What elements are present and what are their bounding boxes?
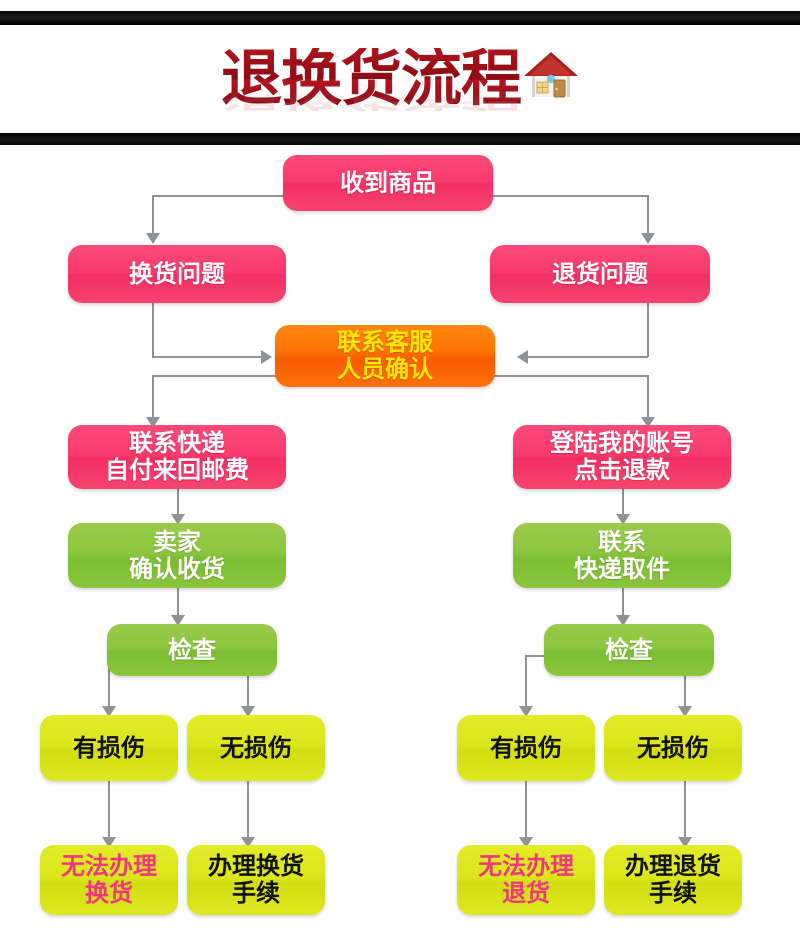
connector-damaged-right-down: [525, 781, 527, 838]
arrow-to-damaged-left: [102, 706, 116, 717]
node-login-click-refund[interactable]: 登陆我的账号 点击退款: [513, 425, 731, 489]
connector-inspect-left-b: [247, 655, 249, 707]
page-title-text: 退换货流程: [220, 42, 522, 114]
connector-inspect-right-b: [684, 655, 686, 707]
connector-service-left-down: [152, 375, 154, 418]
node-undamaged-right[interactable]: 无损伤: [604, 715, 742, 781]
connector-undamaged-left-down: [247, 781, 249, 838]
arrow-to-login-refund: [641, 417, 655, 428]
connector-return-to-service: [528, 356, 648, 358]
arrow-to-inspect-left: [171, 615, 185, 626]
arrow-to-do-exchange: [241, 837, 255, 848]
node-cannot-exchange[interactable]: 无法办理 换货: [40, 845, 178, 915]
node-damaged-right[interactable]: 有损伤: [457, 715, 595, 781]
connector-start-right-down: [647, 195, 649, 234]
node-cannot-return[interactable]: 无法办理 退货: [457, 845, 595, 915]
page-title: 退换货流程 退换货流程: [0, 25, 800, 133]
header-banner: [0, 25, 800, 133]
connector-inspect-left-a: [108, 655, 110, 707]
header-rule-top: [0, 11, 800, 25]
arrow-to-no-return: [519, 837, 533, 848]
node-damaged-left[interactable]: 有损伤: [40, 715, 178, 781]
node-process-exchange[interactable]: 办理换货 手续: [187, 845, 325, 915]
connector-service-right-down: [647, 375, 649, 418]
connector-pickup-to-inspect: [622, 588, 624, 616]
arrow-to-seller-confirm: [171, 514, 185, 525]
connector-return-down: [647, 303, 649, 357]
arrow-into-service-right: [517, 350, 528, 364]
node-return-issue[interactable]: 退货问题: [490, 245, 710, 303]
arrow-to-no-exchange: [102, 837, 116, 848]
connector-login-to-courier-pickup: [622, 489, 624, 515]
arrow-to-do-return: [678, 837, 692, 848]
connector-damaged-left-down: [108, 781, 110, 838]
connector-start-left-down: [152, 195, 154, 234]
node-process-return[interactable]: 办理退货 手续: [604, 845, 742, 915]
connector-courier-to-seller: [177, 489, 179, 515]
node-seller-confirm-receipt[interactable]: 卖家 确认收货: [68, 523, 286, 588]
connector-exchange-to-service: [152, 356, 262, 358]
arrow-to-return-issue: [641, 233, 655, 244]
arrow-to-undamaged-left: [241, 706, 255, 717]
connector-inspect-right-a: [525, 655, 527, 707]
arrow-to-undamaged-right: [678, 706, 692, 717]
house-icon: [523, 49, 579, 107]
arrow-to-damaged-right: [519, 706, 533, 717]
arrow-into-service-left: [261, 350, 272, 364]
node-undamaged-left[interactable]: 无损伤: [187, 715, 325, 781]
node-exchange-issue[interactable]: 换货问题: [68, 245, 286, 303]
node-inspect-right[interactable]: 检查: [544, 624, 714, 676]
node-courier-pickup[interactable]: 联系 快递取件: [513, 523, 731, 588]
node-receive-goods[interactable]: 收到商品: [283, 155, 493, 211]
connector-seller-to-inspect: [177, 588, 179, 616]
node-inspect-left[interactable]: 检查: [107, 624, 277, 676]
arrow-to-courier-pickup: [616, 514, 630, 525]
connector-exchange-down: [152, 303, 154, 357]
node-contact-courier[interactable]: 联系快递 自付来回邮费: [68, 425, 286, 489]
node-contact-customer-service[interactable]: 联系客服 人员确认: [275, 325, 495, 387]
arrow-to-exchange-issue: [146, 233, 160, 244]
header-rule-bottom: [0, 133, 800, 145]
connector-undamaged-right-down: [684, 781, 686, 838]
arrow-to-contact-courier: [146, 417, 160, 428]
arrow-to-inspect-right: [616, 615, 630, 626]
